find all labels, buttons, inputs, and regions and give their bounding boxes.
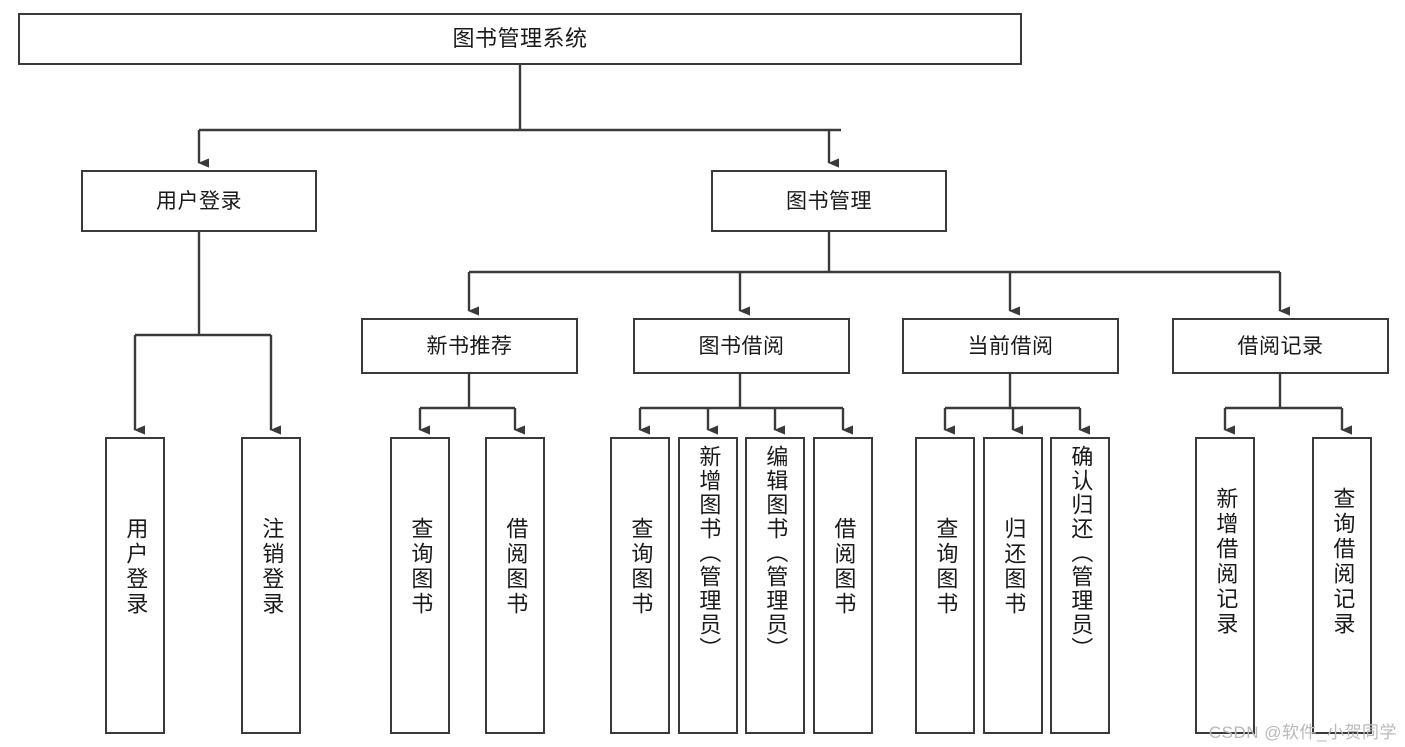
node-leaf-add-record-label: 新增借阅记录 bbox=[1213, 487, 1239, 637]
node-leaf-query-book-2[interactable]: 查询图书 bbox=[610, 437, 670, 734]
node-user-login-label: 用户登录 bbox=[156, 189, 242, 213]
node-root[interactable]: 图书管理系统 bbox=[18, 13, 1022, 65]
node-leaf-confirm-return-label: 确认归还（管理员） bbox=[1068, 445, 1094, 661]
node-leaf-query-record[interactable]: 查询借阅记录 bbox=[1312, 437, 1372, 734]
node-book-manage[interactable]: 图书管理 bbox=[711, 170, 947, 232]
watermark: CSDN @软件_小贺同学 bbox=[1208, 723, 1397, 742]
node-leaf-query-book-1[interactable]: 查询图书 bbox=[390, 437, 450, 734]
node-leaf-borrow-book-2-label: 借阅图书 bbox=[831, 517, 857, 617]
node-leaf-return-book-label: 归还图书 bbox=[1001, 517, 1027, 617]
node-leaf-query-book-2-label: 查询图书 bbox=[628, 517, 654, 617]
node-leaf-user-logout[interactable]: 注销登录 bbox=[241, 437, 301, 734]
node-book-manage-label: 图书管理 bbox=[786, 189, 872, 213]
node-leaf-add-book[interactable]: 新增图书（管理员） bbox=[678, 437, 738, 734]
node-leaf-return-book[interactable]: 归还图书 bbox=[983, 437, 1043, 734]
node-leaf-edit-book-label: 编辑图书（管理员） bbox=[763, 445, 789, 661]
node-leaf-add-record[interactable]: 新增借阅记录 bbox=[1195, 437, 1255, 734]
node-leaf-user-login[interactable]: 用户登录 bbox=[105, 437, 165, 734]
node-new-book-recommend[interactable]: 新书推荐 bbox=[361, 318, 578, 374]
node-leaf-borrow-book-1-label: 借阅图书 bbox=[503, 517, 529, 617]
node-leaf-borrow-book-2[interactable]: 借阅图书 bbox=[813, 437, 873, 734]
node-leaf-user-login-label: 用户登录 bbox=[123, 517, 149, 617]
node-leaf-edit-book[interactable]: 编辑图书（管理员） bbox=[745, 437, 805, 734]
node-book-borrow[interactable]: 图书借阅 bbox=[633, 318, 850, 374]
node-leaf-borrow-book-1[interactable]: 借阅图书 bbox=[485, 437, 545, 734]
node-borrow-record-label: 借阅记录 bbox=[1237, 334, 1324, 358]
node-leaf-query-book-3-label: 查询图书 bbox=[933, 517, 959, 617]
node-leaf-user-logout-label: 注销登录 bbox=[259, 517, 285, 617]
node-leaf-query-book-3[interactable]: 查询图书 bbox=[915, 437, 975, 734]
node-book-borrow-label: 图书借阅 bbox=[698, 334, 785, 358]
node-leaf-query-book-1-label: 查询图书 bbox=[408, 517, 434, 617]
node-leaf-add-book-label: 新增图书（管理员） bbox=[696, 445, 722, 661]
node-new-book-recommend-label: 新书推荐 bbox=[426, 334, 513, 358]
node-leaf-query-record-label: 查询借阅记录 bbox=[1330, 487, 1356, 637]
node-borrow-record[interactable]: 借阅记录 bbox=[1172, 318, 1389, 374]
node-current-borrow[interactable]: 当前借阅 bbox=[902, 318, 1119, 374]
node-current-borrow-label: 当前借阅 bbox=[967, 334, 1054, 358]
node-user-login[interactable]: 用户登录 bbox=[81, 170, 317, 232]
node-leaf-confirm-return[interactable]: 确认归还（管理员） bbox=[1050, 437, 1110, 734]
node-root-label: 图书管理系统 bbox=[452, 26, 588, 51]
